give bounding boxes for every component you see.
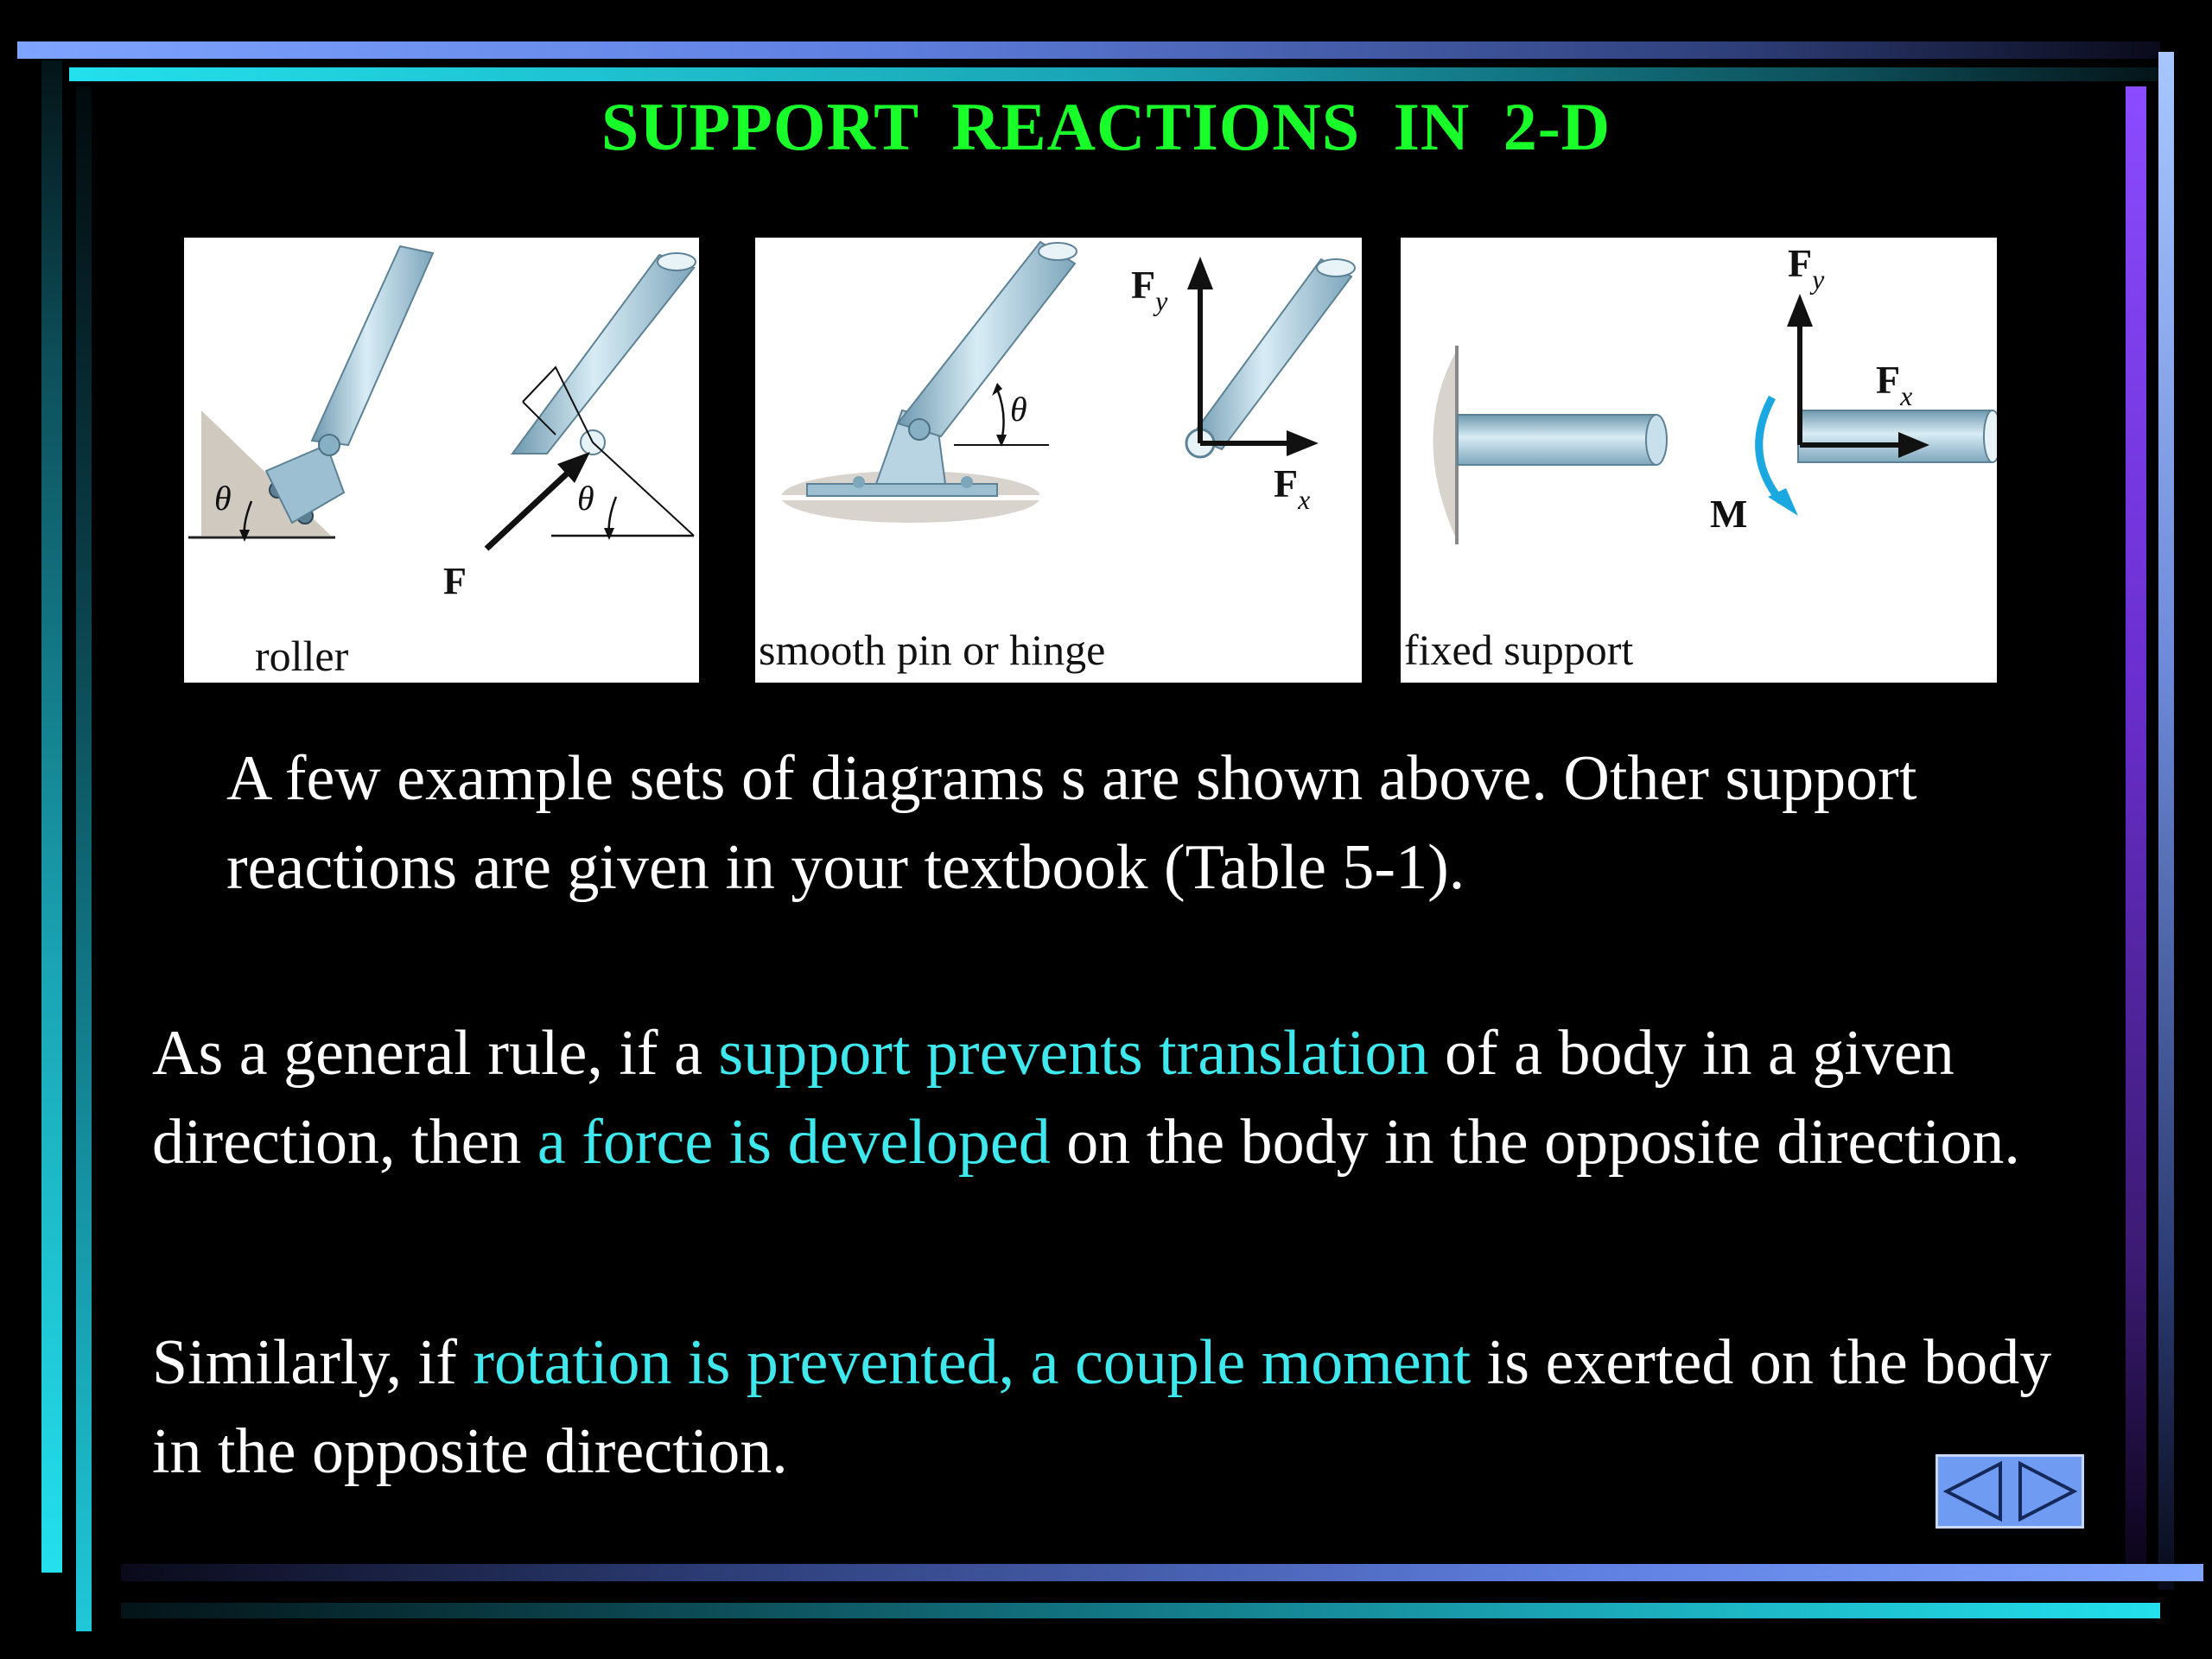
fy-subscript: y bbox=[1809, 264, 1825, 295]
fx-label: F bbox=[1876, 358, 1900, 402]
fixed-diagram-panel: Fy Fx M fixed support bbox=[1401, 238, 1997, 683]
fx-label: F bbox=[1274, 461, 1298, 505]
text-span: As a general rule, if a bbox=[152, 1018, 719, 1089]
highlight-text: a force is developed bbox=[537, 1107, 1051, 1178]
rotation-paragraph: Similarly, if rotation is prevented, a c… bbox=[152, 1319, 2105, 1497]
frame-bar-bottom-inner bbox=[121, 1603, 2160, 1618]
theta-label: θ bbox=[577, 479, 594, 518]
pin-diagram-panel: θ Fy Fx smooth pin or hinge bbox=[755, 238, 1362, 683]
svg-text:Fx: Fx bbox=[1274, 461, 1310, 515]
moment-label: M bbox=[1710, 492, 1747, 536]
highlight-text: rotation is prevented, a couple moment bbox=[473, 1327, 1471, 1398]
text-span: of a body in a given direction, then bbox=[152, 1018, 1955, 1178]
text-span: is exerted on the body in the opposite d… bbox=[152, 1327, 2052, 1487]
fy-label: F bbox=[1788, 241, 1812, 285]
fy-subscript: y bbox=[1153, 285, 1168, 316]
roller-diagram: θ F θ bbox=[188, 245, 696, 602]
frame-bar-bottom bbox=[121, 1564, 2203, 1581]
frame-bar-left-inner bbox=[76, 86, 92, 1631]
slide-navigation bbox=[1936, 1454, 2084, 1529]
caption-pin: smooth pin or hinge bbox=[759, 626, 1106, 674]
frame-bar-top bbox=[17, 41, 2160, 59]
pin-diagram: θ Fy Fx bbox=[781, 240, 1356, 523]
previous-slide-button[interactable] bbox=[1938, 1457, 2010, 1526]
fx-subscript: x bbox=[1899, 380, 1912, 411]
frame-bar-right bbox=[2158, 52, 2174, 1590]
fx-subscript: x bbox=[1297, 484, 1310, 515]
frame-bar-left bbox=[41, 60, 62, 1573]
text-span: Similarly, if bbox=[152, 1327, 474, 1398]
triangle-right-icon bbox=[2018, 1460, 2078, 1522]
roller-diagram-panel: θ F θ roller bbox=[184, 238, 699, 683]
svg-text:Fy: Fy bbox=[1131, 263, 1168, 316]
fy-label: F bbox=[1131, 263, 1155, 307]
triangle-left-icon bbox=[1942, 1460, 2002, 1522]
theta-label: θ bbox=[1010, 390, 1027, 429]
force-label: F bbox=[443, 560, 467, 602]
svg-text:Fx: Fx bbox=[1876, 358, 1912, 411]
intro-paragraph: A few example sets of diagrams s are sho… bbox=[226, 743, 1917, 903]
highlight-text: support prevents translation bbox=[718, 1018, 1429, 1089]
fixed-diagram: Fy Fx M bbox=[1433, 241, 1997, 544]
next-slide-button[interactable] bbox=[2011, 1457, 2082, 1526]
caption-fixed: fixed support bbox=[1404, 626, 1634, 674]
text-span: on the body in the opposite direction. bbox=[1050, 1107, 2020, 1178]
caption-roller: roller bbox=[255, 632, 349, 680]
frame-bar-top-inner bbox=[69, 67, 2160, 81]
svg-text:Fy: Fy bbox=[1788, 241, 1825, 295]
slide-title: SUPPORT REACTIONS IN 2-D bbox=[601, 89, 1611, 164]
theta-label: θ bbox=[214, 479, 232, 518]
frame-bar-right-inner bbox=[2126, 86, 2146, 1573]
general-rule-paragraph: As a general rule, if a support prevents… bbox=[152, 1009, 2105, 1187]
